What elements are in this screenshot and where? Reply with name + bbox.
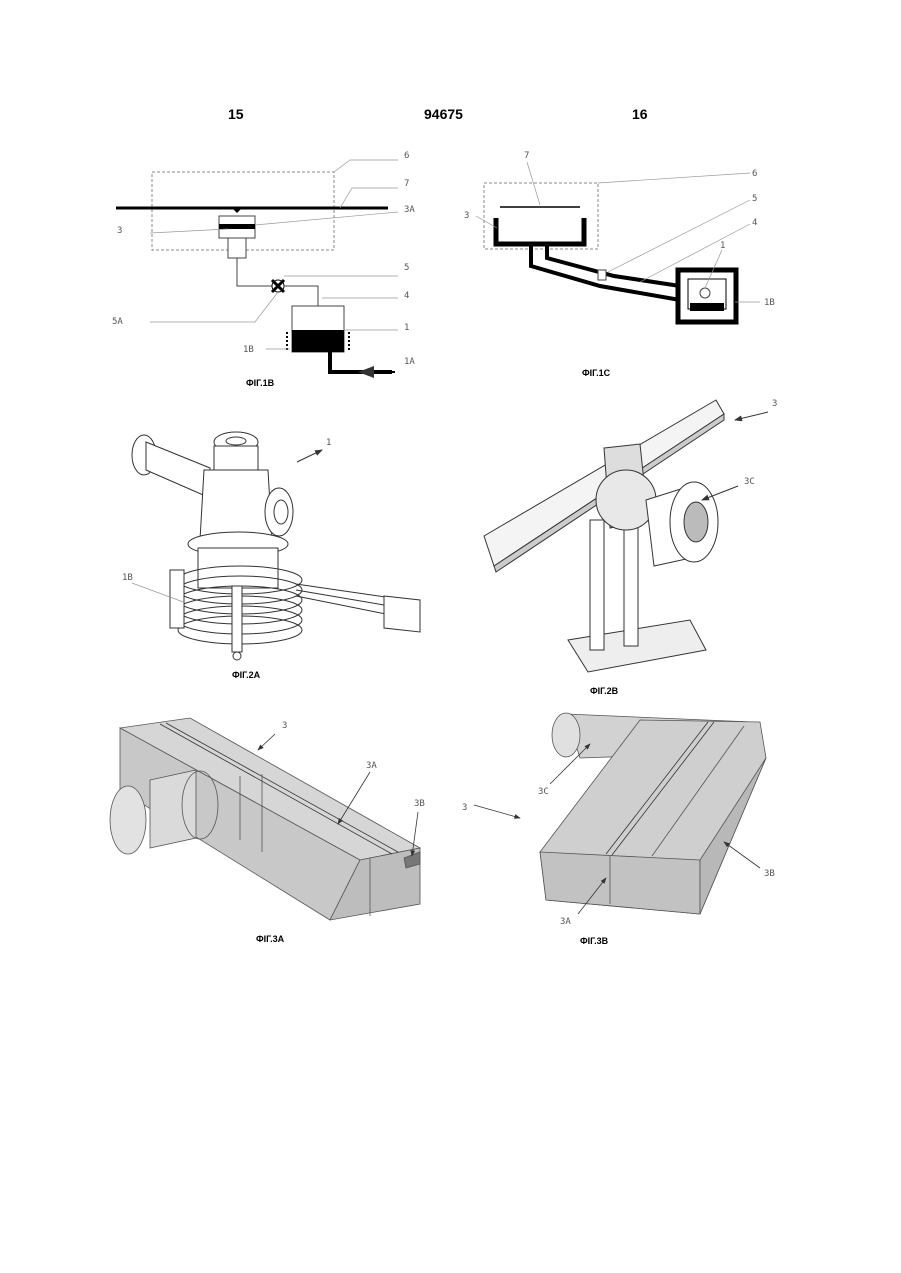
post-left bbox=[590, 520, 604, 650]
nozzle-opening bbox=[684, 502, 708, 542]
melt bbox=[292, 330, 344, 352]
side-pipe bbox=[150, 770, 196, 848]
figure-3a bbox=[110, 718, 420, 920]
label-3: 3 bbox=[282, 721, 287, 731]
pipe-lower bbox=[237, 258, 272, 286]
valve bbox=[598, 270, 606, 280]
side-pipe-end bbox=[110, 786, 146, 854]
label-3: 3 bbox=[772, 399, 777, 409]
label-3a: 3А bbox=[366, 761, 377, 771]
caption-fig2a: ФІГ.2А bbox=[232, 670, 261, 680]
side-pipe bbox=[146, 442, 210, 498]
stopper bbox=[700, 288, 710, 298]
figure-3b bbox=[474, 713, 766, 914]
pipe-upper bbox=[284, 286, 318, 306]
arrow-3 bbox=[735, 412, 768, 420]
side-pipe-end bbox=[552, 713, 580, 757]
figure-1b: 6 7 3А 3 5 4 5А 1 1В 1А ФІГ.1В bbox=[112, 151, 415, 388]
label-3: 3 bbox=[462, 803, 467, 813]
label-3: 3 bbox=[464, 211, 469, 221]
figure-1c: 7 6 3 5 4 1 1В ФІГ.1С bbox=[464, 151, 775, 378]
top-hole bbox=[226, 437, 246, 445]
post-right bbox=[624, 520, 638, 646]
label-1b: 1В bbox=[243, 345, 254, 355]
caption-fig1c: ФІГ.1С bbox=[582, 368, 611, 378]
label-6: 6 bbox=[752, 169, 757, 179]
label-1b: 1В bbox=[122, 573, 133, 583]
body bbox=[200, 470, 272, 540]
channel-upper bbox=[547, 244, 680, 286]
label-3b: 3В bbox=[414, 799, 425, 809]
arrow-3 bbox=[258, 734, 275, 750]
label-1: 1 bbox=[720, 241, 725, 251]
label-7: 7 bbox=[404, 179, 409, 189]
tundish bbox=[496, 218, 584, 244]
label-3c: 3С bbox=[538, 787, 549, 797]
side-clamp bbox=[170, 570, 184, 628]
label-3b: 3В bbox=[764, 869, 775, 879]
label-4: 4 bbox=[752, 218, 757, 228]
label-1b: 1В bbox=[764, 298, 775, 308]
neck bbox=[228, 238, 246, 258]
label-3a: 3А bbox=[560, 917, 571, 927]
label-1a: 1А bbox=[404, 357, 415, 367]
coil-leads bbox=[296, 584, 392, 614]
label-5: 5 bbox=[752, 194, 757, 204]
label-3a: 3А bbox=[404, 205, 415, 215]
head-slot bbox=[219, 224, 255, 229]
top-neck bbox=[214, 446, 258, 470]
nozzle-tip bbox=[233, 209, 241, 213]
label-4: 4 bbox=[404, 291, 409, 301]
figure-2b bbox=[484, 400, 768, 672]
label-5: 5 bbox=[404, 263, 409, 273]
enclosure-box bbox=[484, 183, 598, 249]
melt bbox=[690, 303, 724, 311]
label-3: 3 bbox=[117, 226, 122, 236]
caption-fig3a: ФІГ.3А bbox=[256, 934, 285, 944]
label-5a: 5А bbox=[112, 317, 123, 327]
arrow-3 bbox=[474, 805, 520, 818]
label-6: 6 bbox=[404, 151, 409, 161]
front-hole bbox=[274, 500, 288, 524]
figure-2a bbox=[132, 432, 420, 660]
clamp-bolt bbox=[233, 652, 241, 660]
caption-fig2b: ФІГ.2В bbox=[590, 686, 619, 696]
terminal-block bbox=[384, 596, 420, 632]
inlet-pipe bbox=[330, 352, 392, 372]
coil-clamp bbox=[232, 586, 242, 652]
label-1: 1 bbox=[404, 323, 409, 333]
label-7: 7 bbox=[524, 151, 529, 161]
box-front bbox=[540, 852, 700, 914]
label-3c: 3С bbox=[744, 477, 755, 487]
arrow-1 bbox=[297, 450, 322, 462]
arrow-3b bbox=[724, 842, 760, 868]
caption-fig3b: ФІГ.3В bbox=[580, 936, 609, 946]
label-1: 1 bbox=[326, 438, 331, 448]
caption-fig1b: ФІГ.1В bbox=[246, 378, 275, 388]
